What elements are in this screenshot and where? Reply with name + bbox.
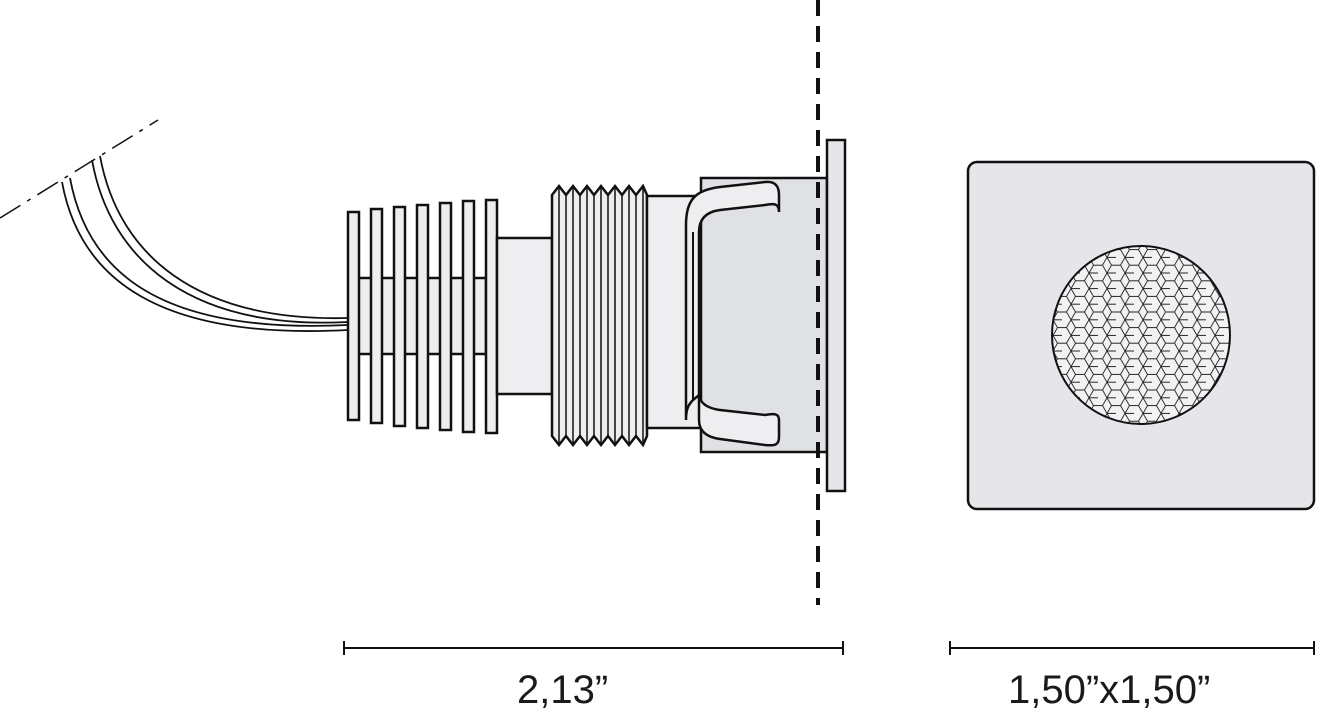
flange — [825, 138, 847, 493]
honeycomb-lens — [1052, 246, 1230, 424]
cut-line — [0, 119, 159, 219]
thread — [550, 183, 649, 448]
face-dimension-label: 1,50”x1,50” — [1008, 668, 1211, 712]
wires — [61, 155, 349, 332]
length-dimension-label: 2,13” — [517, 668, 609, 712]
heatsink — [346, 198, 499, 435]
neck — [495, 236, 554, 396]
housing — [699, 176, 829, 454]
front-view — [966, 160, 1316, 511]
dimension-lines — [343, 641, 1315, 655]
spring-clips — [684, 180, 781, 447]
